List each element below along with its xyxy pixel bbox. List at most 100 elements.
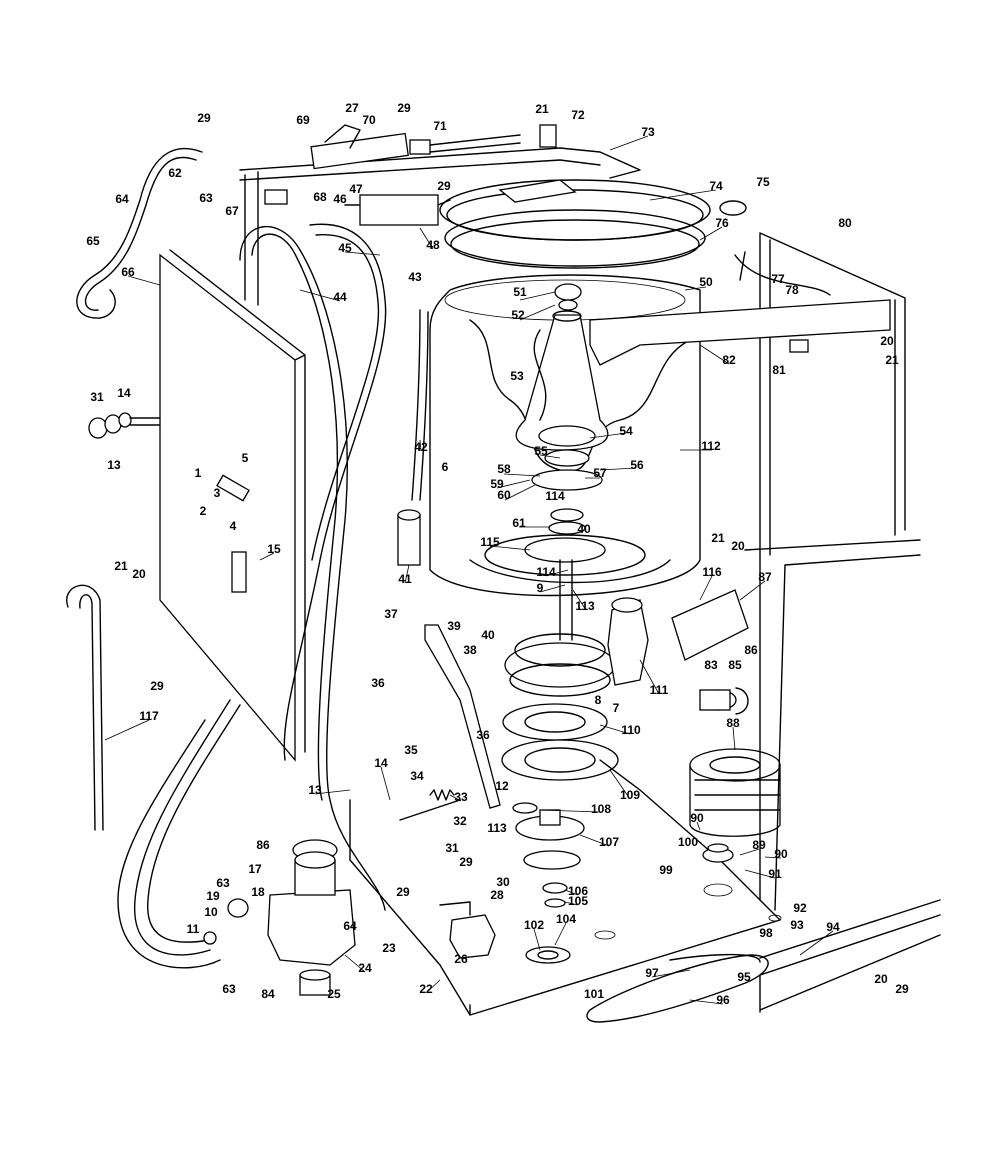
part-number-label: 31 bbox=[445, 841, 459, 855]
part-number-label: 39 bbox=[447, 619, 461, 633]
pulley-102 bbox=[525, 946, 571, 964]
part-number-label: 89 bbox=[752, 838, 766, 852]
part-number-label: 48 bbox=[426, 238, 440, 252]
rear-wall bbox=[244, 171, 259, 306]
part-number-label: 65 bbox=[86, 234, 100, 248]
part-number-label: 2 bbox=[200, 504, 207, 518]
spin-tube-60 bbox=[531, 469, 603, 491]
part-number-label: 105 bbox=[568, 894, 588, 908]
panel-116 bbox=[671, 589, 749, 661]
part-number-label: 96 bbox=[716, 993, 730, 1007]
part-number-label: 61 bbox=[512, 516, 526, 530]
part-number-label: 10 bbox=[204, 905, 218, 919]
cabinet-87 bbox=[744, 539, 921, 911]
part-number-label: 27 bbox=[345, 101, 359, 115]
bracket-15 bbox=[231, 551, 247, 593]
fill-cap-48 bbox=[359, 194, 439, 226]
part-number-label: 102 bbox=[524, 918, 544, 932]
part-number-label: 52 bbox=[511, 308, 525, 322]
hose-64-65 bbox=[76, 147, 203, 319]
part-number-label: 47 bbox=[349, 182, 363, 196]
part-number-label: 31 bbox=[90, 390, 104, 404]
part-number-label: 14 bbox=[374, 756, 388, 770]
part-number-label: 21 bbox=[114, 559, 128, 573]
tub-ring-76 bbox=[444, 209, 706, 267]
part-number-label: 98 bbox=[759, 926, 773, 940]
part-number-label: 100 bbox=[678, 835, 698, 849]
part-number-label: 12 bbox=[495, 779, 509, 793]
part-number-label: 71 bbox=[433, 119, 447, 133]
part-number-label: 60 bbox=[497, 488, 511, 502]
part-number-label: 4 bbox=[230, 519, 237, 533]
part-number-label: 117 bbox=[139, 709, 159, 723]
part-number-label: 40 bbox=[577, 522, 591, 536]
part-number-label: 33 bbox=[454, 790, 468, 804]
part-number-label: 53 bbox=[510, 369, 524, 383]
part-number-label: 110 bbox=[621, 723, 641, 737]
part-number-label: 63 bbox=[216, 876, 230, 890]
part-number-label: 69 bbox=[296, 113, 310, 127]
part-number-label: 29 bbox=[150, 679, 164, 693]
part-number-label: 29 bbox=[396, 885, 410, 899]
mount-plate-4 bbox=[216, 474, 250, 502]
bracket-37 bbox=[424, 624, 501, 809]
part-number-label: 76 bbox=[715, 216, 729, 230]
part-number-label: 26 bbox=[454, 952, 468, 966]
part-number-label: 106 bbox=[568, 884, 588, 898]
part-number-label: 59 bbox=[490, 477, 504, 491]
part-number-label: 29 bbox=[197, 111, 211, 125]
part-number-label: 58 bbox=[497, 462, 511, 476]
part-number-label: 29 bbox=[397, 101, 411, 115]
part-number-label: 82 bbox=[722, 353, 736, 367]
part-number-label: 101 bbox=[584, 987, 604, 1001]
part-number-label: 63 bbox=[199, 191, 213, 205]
part-number-label: 66 bbox=[121, 265, 135, 279]
part-number-label: 68 bbox=[313, 190, 327, 204]
brake-drum bbox=[504, 642, 616, 688]
part-number-label: 37 bbox=[384, 607, 398, 621]
part-number-label: 111 bbox=[650, 683, 669, 697]
part-number-label: 3 bbox=[214, 486, 221, 500]
part-number-label: 97 bbox=[645, 966, 659, 980]
part-number-label: 30 bbox=[496, 875, 510, 889]
part-number-label: 5 bbox=[242, 451, 249, 465]
part-number-label: 21 bbox=[885, 353, 899, 367]
part-number-label: 90 bbox=[774, 847, 788, 861]
front-panel-66 bbox=[159, 253, 296, 762]
part-number-label: 42 bbox=[414, 440, 428, 454]
part-number-label: 50 bbox=[699, 275, 713, 289]
drive-belt-96 bbox=[586, 954, 769, 1023]
part-number-label: 45 bbox=[338, 241, 352, 255]
pump-port-19 bbox=[227, 898, 249, 918]
part-number-label: 88 bbox=[726, 716, 740, 730]
pulley-110 bbox=[502, 703, 608, 741]
part-number-label: 20 bbox=[731, 539, 745, 553]
part-number-label: 63 bbox=[222, 982, 236, 996]
tub-support-115 bbox=[524, 537, 606, 563]
part-number-label: 14 bbox=[117, 386, 131, 400]
part-number-label: 17 bbox=[248, 862, 262, 876]
part-number-label: 24 bbox=[358, 961, 372, 975]
part-number-label: 6 bbox=[442, 460, 449, 474]
pump-hose-111 bbox=[607, 599, 649, 686]
part-number-label: 93 bbox=[790, 918, 804, 932]
part-number-label: 28 bbox=[490, 888, 504, 902]
part-number-label: 18 bbox=[251, 885, 265, 899]
part-number-label: 115 bbox=[480, 535, 500, 549]
part-number-label: 80 bbox=[838, 216, 852, 230]
part-number-label: 36 bbox=[371, 676, 385, 690]
part-number-label: 11 bbox=[187, 922, 200, 936]
part-number-label: 55 bbox=[534, 444, 548, 458]
part-number-label: 46 bbox=[333, 192, 347, 206]
part-number-label: 113 bbox=[487, 821, 507, 835]
part-number-label: 77 bbox=[771, 272, 785, 286]
spring-33 bbox=[429, 789, 455, 801]
part-number-label: 90 bbox=[690, 811, 704, 825]
bushing-106 bbox=[542, 882, 568, 894]
part-number-label: 116 bbox=[702, 565, 722, 579]
part-number-label: 72 bbox=[571, 108, 585, 122]
clamp-72 bbox=[539, 124, 557, 148]
valve-26 bbox=[449, 914, 496, 959]
